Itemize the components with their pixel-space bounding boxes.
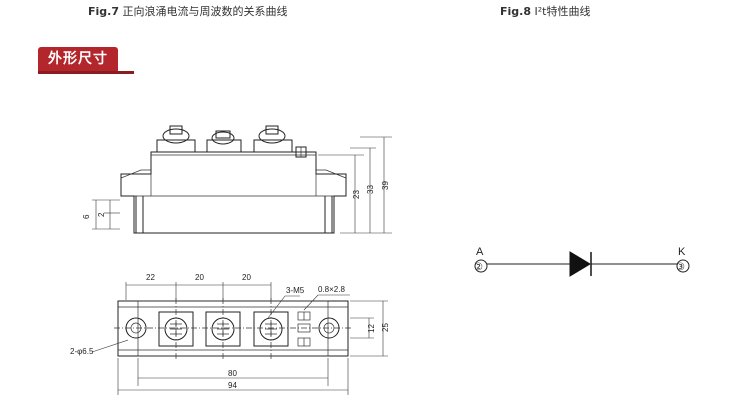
dim-22: 22 bbox=[146, 273, 155, 282]
side-view-drawing bbox=[92, 125, 392, 234]
dim-80: 80 bbox=[228, 369, 237, 378]
dim-20-first: 20 bbox=[195, 273, 204, 282]
dim-33: 33 bbox=[366, 185, 375, 194]
top-view-drawing bbox=[91, 282, 388, 395]
section-underline bbox=[38, 71, 134, 74]
dim-94: 94 bbox=[228, 381, 237, 390]
fig8-caption: Fig.8 I²t特性曲线 bbox=[500, 5, 591, 18]
section-title: 外形尺寸 bbox=[38, 47, 118, 71]
dim-20-second: 20 bbox=[242, 273, 251, 282]
dim-39: 39 bbox=[381, 181, 390, 190]
fig7-caption: Fig.7 正向浪涌电流与周波数的关系曲线 bbox=[88, 5, 288, 18]
diode-symbol bbox=[474, 251, 690, 277]
cathode-pin: ③ bbox=[676, 262, 685, 273]
dim-12: 12 bbox=[367, 324, 376, 333]
dim-2: 2 bbox=[97, 212, 106, 217]
tab-spec-label: 0.8×2.8 bbox=[318, 285, 345, 294]
hole-spec-label: 2-φ6.5 bbox=[70, 347, 94, 356]
dim-23: 23 bbox=[352, 190, 361, 199]
dim-25: 25 bbox=[381, 323, 390, 332]
screw-spec-label: 3-M5 bbox=[286, 286, 305, 295]
anode-label: A bbox=[476, 246, 484, 258]
anode-pin: ② bbox=[474, 262, 483, 273]
cathode-label: K bbox=[678, 246, 686, 258]
dim-6: 6 bbox=[82, 214, 91, 219]
